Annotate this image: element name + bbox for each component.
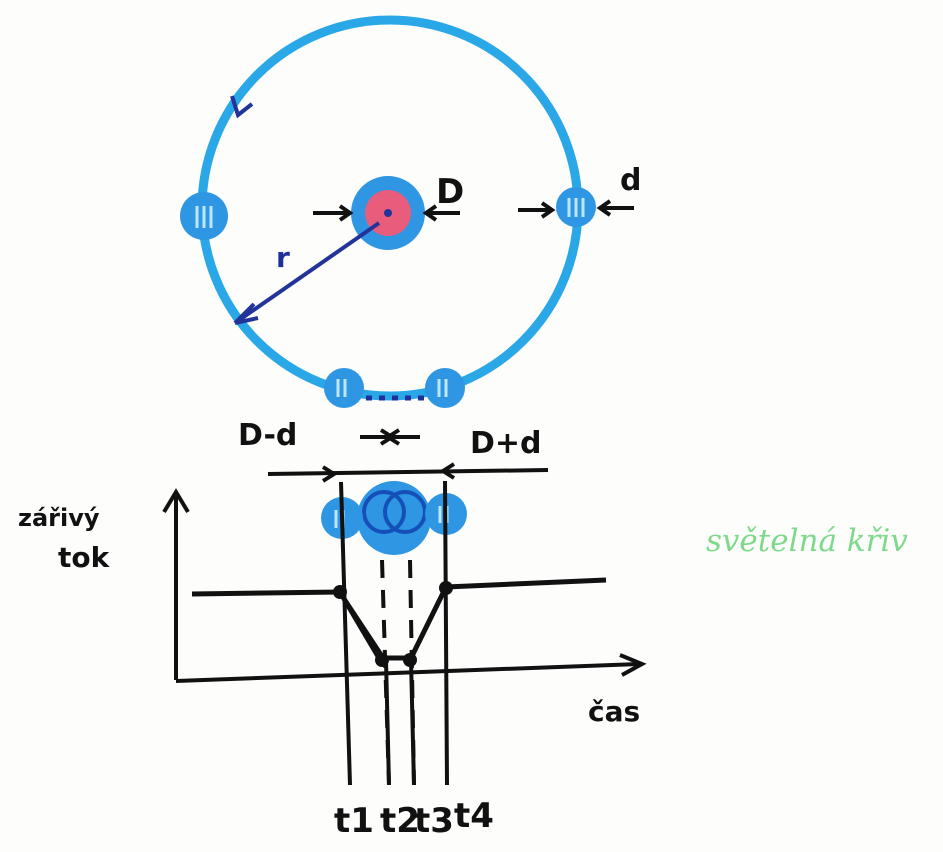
label-flux-line1: zářivý — [18, 504, 100, 532]
label-time: čas — [588, 695, 640, 728]
light-curve-left-dip — [338, 590, 389, 665]
flux-axis — [162, 488, 190, 680]
label-t2: t2 — [380, 801, 420, 841]
label-flux-line2: tok — [58, 541, 111, 574]
planet-left — [180, 192, 228, 240]
label-light-curve: světelná křiv — [706, 523, 908, 559]
inner-width-marker — [360, 428, 420, 446]
radius-arrowhead — [233, 302, 259, 325]
label-r: r — [276, 241, 290, 274]
label-d: d — [620, 163, 641, 198]
orbit-direction-arrow — [230, 95, 254, 119]
time-axis — [175, 653, 647, 683]
planet-right — [556, 187, 596, 227]
label-t3: t3 — [414, 801, 454, 841]
label-D-plus-d: D+d — [470, 426, 542, 461]
light-curve-right-dip — [407, 586, 448, 664]
label-t4: t4 — [454, 796, 494, 836]
t4-line — [443, 480, 449, 786]
transit-illustration — [321, 481, 467, 555]
outer-width-marker — [267, 462, 549, 483]
planet-diameter-marker — [518, 199, 634, 219]
planet-bottom-left — [324, 368, 364, 408]
radius-line — [233, 221, 381, 325]
star-center-dot — [384, 209, 392, 217]
label-t1: t1 — [334, 801, 374, 841]
label-D-minus-d: D-d — [238, 418, 297, 453]
planet-bottom-right — [425, 368, 465, 408]
label-D: D — [436, 172, 464, 212]
t2-line-solid — [384, 659, 391, 786]
t3-line-solid — [409, 659, 416, 786]
star-diameter-marker — [313, 204, 460, 222]
t1-line — [339, 481, 352, 786]
light-curve — [191, 577, 607, 661]
